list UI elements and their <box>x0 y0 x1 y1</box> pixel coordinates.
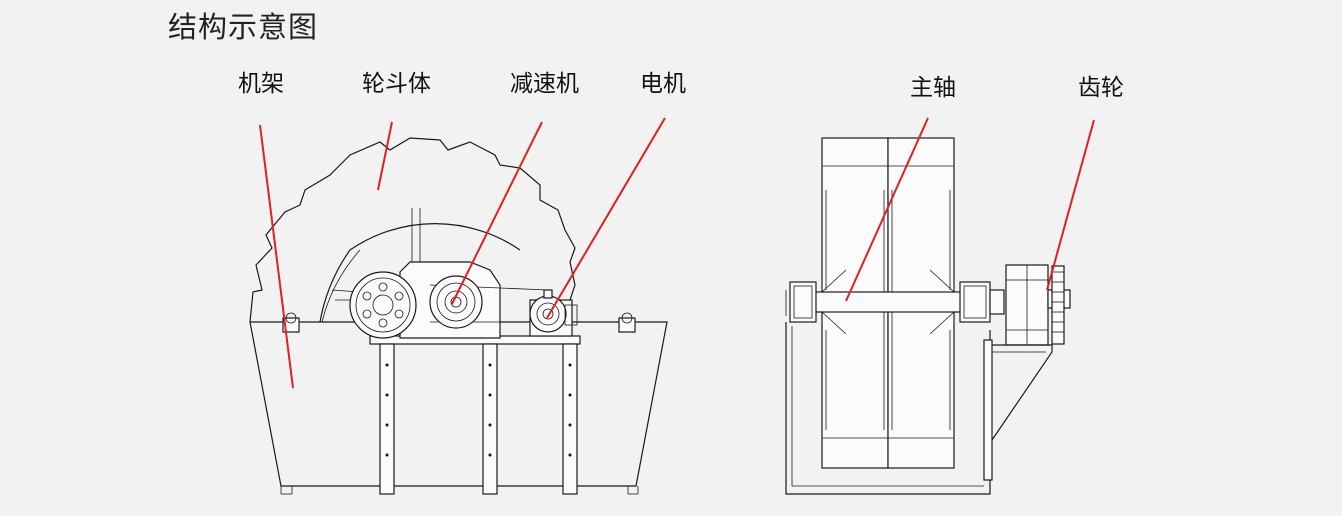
leader-reducer <box>451 121 543 305</box>
label-motor: 电机 <box>640 71 686 97</box>
label-reducer: 减速机 <box>510 71 579 97</box>
large-pulley <box>349 271 417 339</box>
tank-body <box>249 321 668 487</box>
front-view <box>249 137 668 495</box>
bucket-wheel-outline <box>249 137 576 323</box>
support-legs <box>379 343 578 495</box>
label-main-shaft: 主轴 <box>910 75 956 101</box>
label-gear: 齿轮 <box>1078 75 1124 101</box>
gear-bracket <box>991 344 1053 441</box>
bearing-seat-right <box>618 312 636 333</box>
leader-gear <box>1046 119 1095 291</box>
leader-frame <box>259 124 294 389</box>
wheel-disc <box>319 222 521 323</box>
label-wheel-bucket: 轮斗体 <box>362 71 431 97</box>
leader-wheel-bucket <box>377 121 393 191</box>
leader-lines <box>259 117 1095 389</box>
bearing-left <box>785 281 817 323</box>
leader-motor <box>546 117 666 319</box>
diagram-title: 结构示意图 <box>168 10 319 44</box>
leader-main-shaft <box>845 117 929 302</box>
gear <box>1051 265 1065 345</box>
side-view <box>785 137 1071 495</box>
bearing-seat-left <box>282 312 300 333</box>
bearing-right <box>959 281 1005 323</box>
label-frame: 机架 <box>238 71 284 97</box>
reducer-pulley <box>429 275 483 329</box>
motor-unit <box>529 289 578 337</box>
